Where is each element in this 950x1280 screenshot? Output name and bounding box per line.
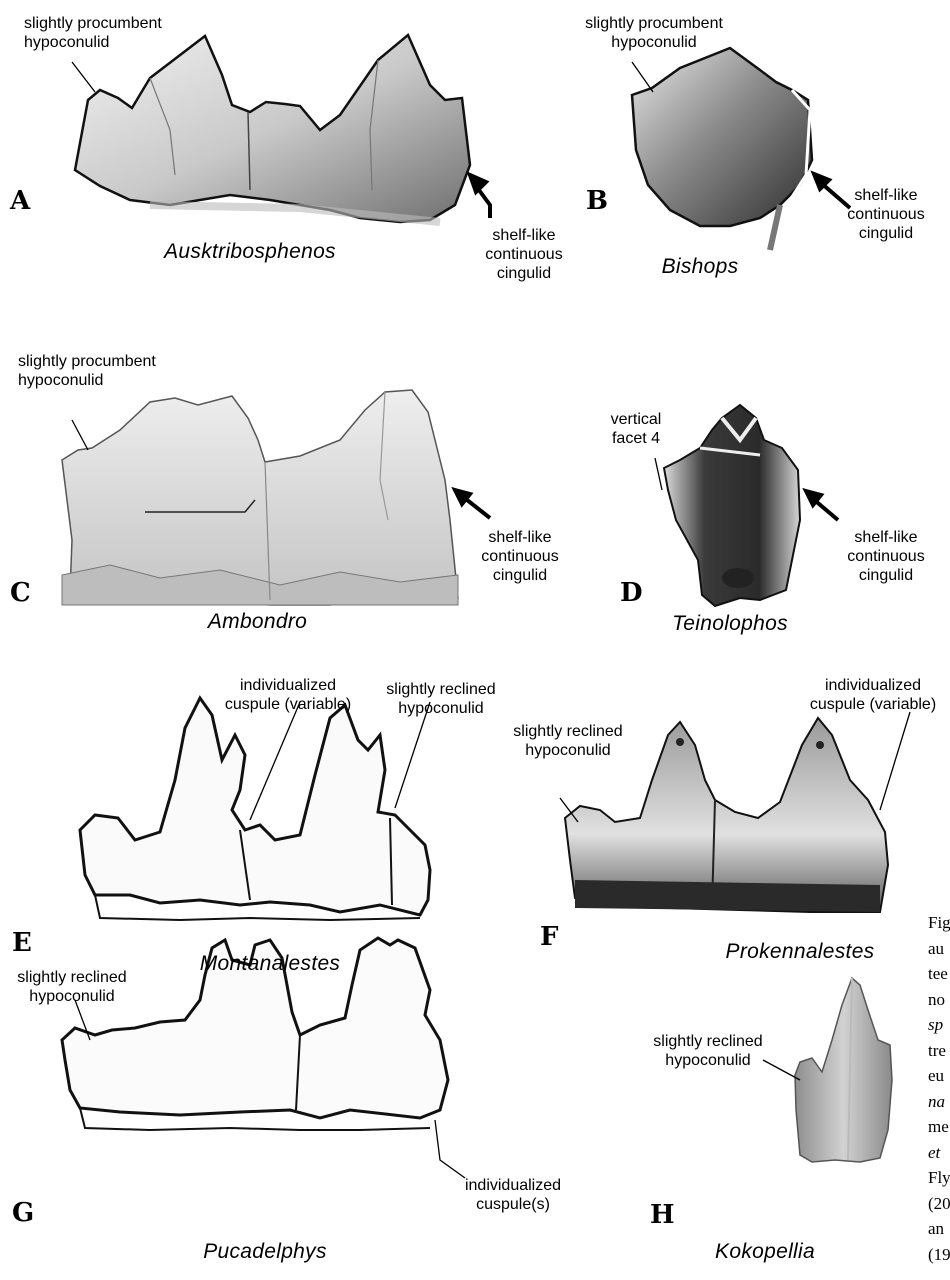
caption-line: eu [928,1063,950,1089]
tooth-kokopellia [795,978,892,1162]
label-line-1: slightly reclined [12,968,132,987]
taxon-name-c: Ambondro [175,610,340,634]
taxon-name-f: Prokennalestes [700,940,900,964]
caption-line: Fly [928,1165,950,1191]
caption-line: me [928,1114,950,1140]
label-line-2: cuspule(s) [448,1195,578,1214]
caption-line: no [928,987,950,1013]
label-line-2: cuspule (variable) [208,695,368,714]
label-hypoconulid-g: slightly reclined hypoconulid [12,968,132,1006]
label-line-1: vertical [596,410,676,429]
label-line-2: hypoconulid [556,33,752,52]
caption-line: tee [928,961,950,987]
caption-line: sp [928,1015,943,1034]
panel-letter-e: E [12,928,32,958]
label-line-1: slightly reclined [498,722,638,741]
label-cingulid-d: shelf-like continuous cingulid [832,528,940,585]
panel-letter-a: A [10,186,30,216]
label-line-3: cingulid [832,224,940,243]
taxon-name-a: Ausktribosphenos [145,240,355,264]
label-line-2: continuous [832,547,940,566]
label-line-2: continuous [470,245,578,264]
label-line-2: cuspule (variable) [798,695,948,714]
label-line-1: slightly procumbent [24,14,162,33]
label-facet-d: vertical facet 4 [596,410,676,448]
label-line-3: cingulid [466,566,574,585]
label-hypoconulid-h: slightly reclined hypoconulid [638,1032,778,1070]
label-line-2: continuous [466,547,574,566]
label-hypoconulid-b: slightly procumbent hypoconulid [556,14,752,52]
label-line-2: hypoconulid [24,33,162,52]
tooth-ausktribosphenos [75,35,470,222]
label-line-1: shelf-like [832,186,940,205]
label-line-2: continuous [832,205,940,224]
label-line-1: individualized [798,676,948,695]
label-cingulid-b: shelf-like continuous cingulid [832,186,940,243]
caption-line: au [928,936,950,962]
label-line-1: slightly reclined [638,1032,778,1051]
label-line-1: slightly reclined [372,680,510,699]
taxon-name-e: Montanalestes [170,952,370,976]
label-hypoconulid-e: slightly reclined hypoconulid [372,680,510,718]
label-line-2: facet 4 [596,429,676,448]
label-cuspule-f: individualized cuspule (variable) [798,676,948,714]
label-line-3: cingulid [470,264,578,283]
label-line-1: individualized [448,1176,578,1195]
label-line-1: slightly procumbent [18,352,156,371]
caption-line: (19 [928,1242,950,1268]
label-line-1: shelf-like [832,528,940,547]
label-line-2: hypoconulid [638,1051,778,1070]
caption-line: Fig [928,910,950,936]
label-line-1: individualized [208,676,368,695]
panel-letter-b: B [586,186,608,216]
tooth-ambondro [62,390,458,605]
tooth-bishops [632,48,812,250]
taxon-name-h: Kokopellia [690,1240,840,1264]
panel-letter-h: H [650,1200,675,1230]
taxon-name-g: Pucadelphys [175,1240,355,1264]
label-line-1: shelf-like [466,528,574,547]
panel-letter-f: F [540,922,558,952]
label-cingulid-a: shelf-like continuous cingulid [470,226,578,283]
taxon-name-d: Teinolophos [655,612,805,636]
label-hypoconulid-c: slightly procumbent hypoconulid [18,352,156,390]
panel-letter-g: G [12,1198,34,1228]
caption-line: na [928,1092,945,1111]
label-cuspule-e: individualized cuspule (variable) [208,676,368,714]
label-hypoconulid-f: slightly reclined hypoconulid [498,722,638,760]
taxon-name-b: Bishops [650,255,750,279]
label-line-1: shelf-like [470,226,578,245]
caption-line: et [928,1143,940,1162]
caption-line: (20 [928,1191,950,1217]
label-line-2: hypoconulid [18,371,156,390]
caption-line: tre [928,1038,950,1064]
panel-letter-d: D [620,578,643,608]
tooth-teinolophos [664,405,800,606]
figure-caption-fragment: Fig au tee no sp tre eu na me et Fly (20… [928,910,950,1267]
label-hypoconulid-a: slightly procumbent hypoconulid [24,14,162,52]
label-line-2: hypoconulid [498,741,638,760]
label-line-3: cingulid [832,566,940,585]
label-cingulid-c: shelf-like continuous cingulid [466,528,574,585]
label-line-2: hypoconulid [12,987,132,1006]
panel-letter-c: C [10,578,31,608]
label-line-2: hypoconulid [372,699,510,718]
label-cuspules-g: individualized cuspule(s) [448,1176,578,1214]
label-line-1: slightly procumbent [556,14,752,33]
caption-line: an [928,1216,950,1242]
